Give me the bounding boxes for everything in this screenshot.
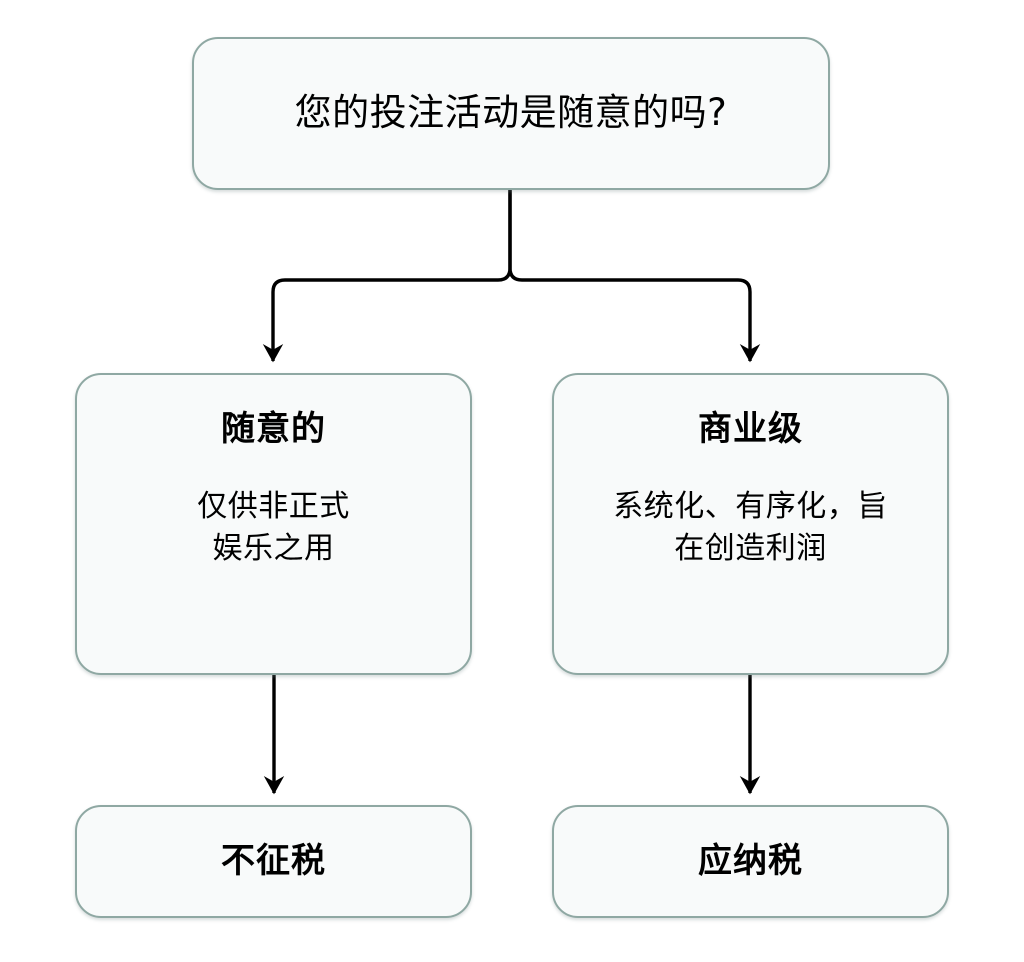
taxable-title: 应纳税 [698, 841, 803, 882]
commercial-title: 商业级 [698, 409, 803, 449]
commercial-body-line-2: 在创造利润 [674, 531, 827, 567]
edge-question-to-casual [262, 190, 512, 363]
not-taxed-title: 不征税 [221, 841, 326, 882]
casual-body-line-1: 仅供非正式 [197, 488, 350, 524]
casual-body-line-2: 娱乐之用 [212, 531, 335, 567]
commercial-body-line-1: 系统化、有序化，旨 [613, 488, 888, 524]
node-question[interactable]: 您的投注活动是随意的吗? [192, 37, 830, 190]
casual-title: 随意的 [221, 409, 326, 449]
casual-body: 仅供非正式 娱乐之用 [51, 486, 496, 571]
question-text: 您的投注活动是随意的吗? [294, 91, 728, 135]
node-casual[interactable]: 随意的 仅供非正式 娱乐之用 [75, 373, 472, 675]
node-commercial[interactable]: 商业级 系统化、有序化，旨 在创造利润 [552, 373, 949, 675]
node-not-taxed[interactable]: 不征税 [75, 805, 472, 918]
edge-question-to-commercial [508, 190, 761, 363]
commercial-body: 系统化、有序化，旨 在创造利润 [528, 486, 973, 571]
node-taxable[interactable]: 应纳税 [552, 805, 949, 918]
